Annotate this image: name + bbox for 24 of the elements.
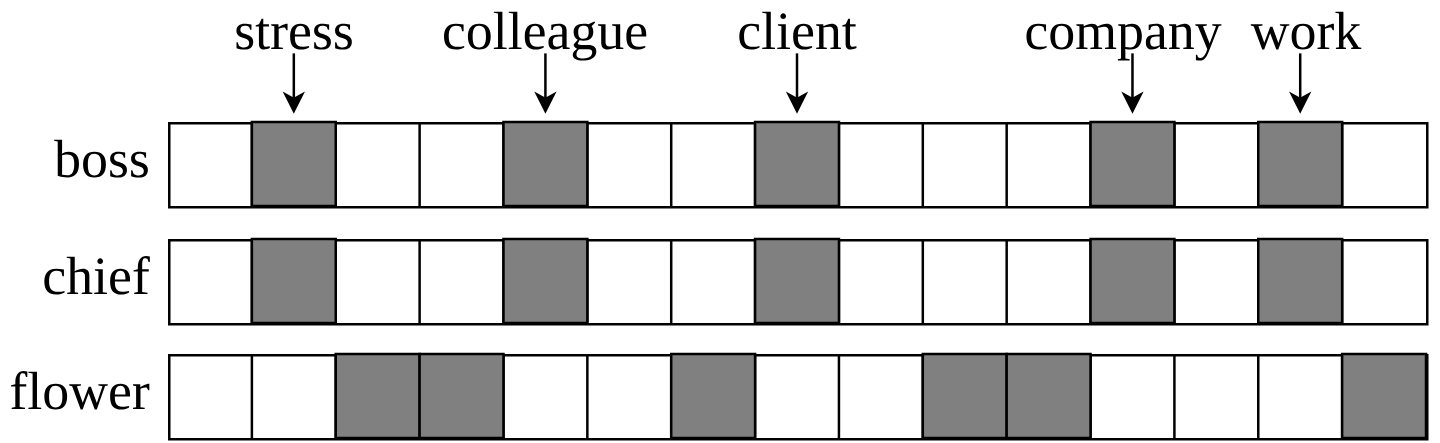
shaded-cell [1257, 120, 1344, 208]
row-label: chief [44, 256, 150, 295]
shaded-cell [753, 237, 841, 325]
shaded-cell [334, 352, 421, 440]
shaded-cell [1340, 352, 1428, 440]
shaded-cell [1089, 237, 1176, 325]
shaded-cell [250, 237, 337, 325]
shaded-cell [753, 120, 841, 208]
shaded-cell [502, 120, 589, 208]
shaded-cell [1257, 237, 1344, 325]
shaded-cell [250, 120, 337, 208]
row-label: boss [54, 139, 148, 178]
word-label: stress [236, 18, 352, 50]
word-label: company [1026, 23, 1222, 61]
word-label: work [1250, 11, 1362, 50]
shaded-cell [921, 352, 1008, 440]
shaded-cell [1089, 120, 1176, 208]
shaded-cell [669, 352, 757, 440]
row-label: flower [11, 371, 150, 410]
shaded-cell [418, 352, 505, 440]
shaded-cell [502, 237, 589, 325]
word-label: colleague [444, 11, 647, 61]
word-label: client [739, 11, 857, 50]
shaded-cell [1005, 352, 1092, 440]
